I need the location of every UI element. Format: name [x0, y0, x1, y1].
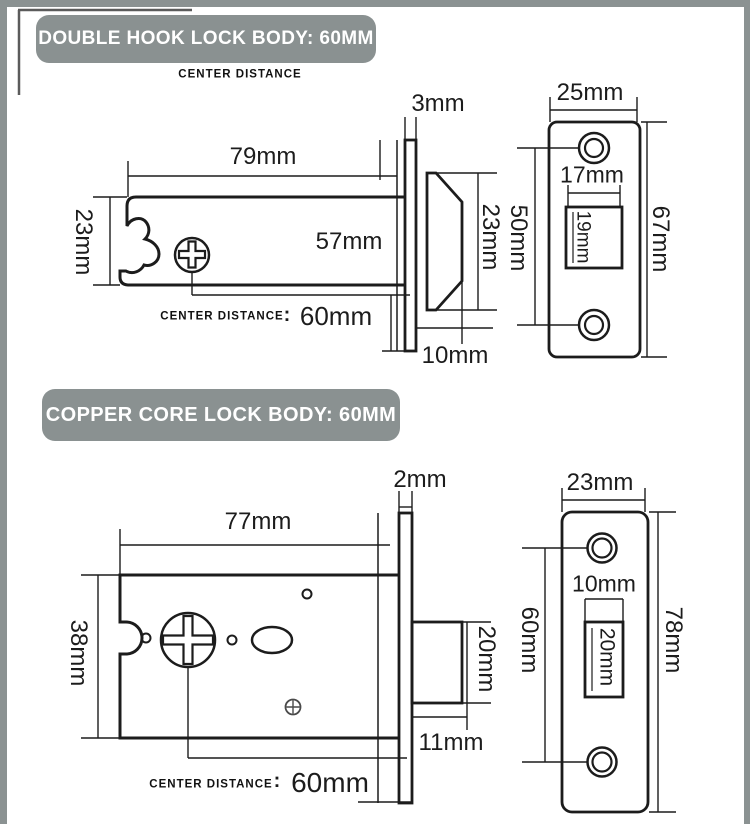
dim-bottom-center-distance-value: 60mm — [291, 767, 369, 798]
dim-top-body-width: 79mm — [229, 143, 297, 170]
dim-top-body-height: 23mm — [70, 208, 97, 276]
bottom-latch-bolt — [410, 620, 464, 705]
top-latch-bolt — [425, 171, 464, 312]
top-screw-hole-lower — [577, 308, 611, 342]
bottom-cylinder-cross — [161, 614, 215, 666]
top-dimension-lines — [93, 117, 497, 352]
dim-top-bolt-projection: 10mm — [421, 342, 489, 369]
top-screw-hole-upper-inner — [583, 137, 605, 159]
bottom-faceplate-outline — [560, 510, 650, 814]
dim-bottom-bolt-height: 20mm — [473, 625, 500, 693]
top-faceplate-dimension-lines — [517, 97, 667, 358]
bottom-bolt-opening — [583, 620, 625, 699]
top-center-distance-label: CENTER DISTANCE — [160, 310, 284, 323]
dim-top-plate-hole-height: 19mm — [572, 210, 594, 264]
dim-top-plate-height: 67mm — [647, 205, 674, 273]
corner-accent-lines — [17, 8, 192, 95]
top-lock-body-outline — [118, 195, 405, 287]
bottom-lock-body-outline — [118, 573, 400, 740]
bottom-pin-hole-left — [140, 632, 152, 644]
top-bolt-opening — [564, 205, 624, 270]
bottom-screw-icon — [284, 698, 302, 716]
dim-bottom-bolt-projection: 11mm — [418, 729, 484, 756]
top-faceplate-outline — [547, 120, 642, 359]
frame-border-right — [744, 0, 750, 824]
dim-top-plate-screw-spacing: 50mm — [505, 204, 532, 272]
top-center-distance-colon: : — [283, 304, 291, 326]
dim-bottom-body-height: 38mm — [65, 619, 92, 687]
dim-bottom-plate-height: 78mm — [660, 606, 687, 674]
dim-bottom-plate-screw-spacing: 60mm — [516, 606, 543, 674]
top-side-view — [93, 117, 497, 353]
bottom-faceplate-edge — [397, 511, 414, 805]
top-banner-title: DOUBLE HOOK LOCK BODY: 60MM — [38, 28, 374, 49]
bottom-cylinder-circle — [159, 611, 217, 669]
bottom-pin-hole-upper — [301, 588, 313, 600]
dim-top-plate-width: 25mm — [556, 79, 624, 106]
frame-border-top — [0, 0, 750, 7]
dim-bottom-plate-hole-width: 10mm — [572, 570, 636, 597]
top-screw-hole-lower-inner — [583, 314, 605, 336]
top-faceplate-view — [517, 97, 667, 359]
dim-bottom-faceplate-thickness: 2mm — [393, 466, 447, 493]
dim-bottom-plate-hole-height: 20mm — [595, 627, 619, 687]
bottom-center-distance-label: CENTER DISTANCE — [149, 778, 273, 791]
dim-bottom-plate-width: 23mm — [566, 469, 634, 496]
frame-border-left — [0, 0, 7, 824]
dim-top-plate-hole-width: 17mm — [560, 161, 624, 188]
bottom-screw-hole-upper-inner — [591, 537, 613, 559]
bottom-pin-hole-mid — [226, 634, 238, 646]
top-screw-cross — [177, 240, 207, 269]
top-screw-hole-upper — [577, 131, 611, 165]
bottom-section-banner: COPPER CORE LOCK BODY: 60MM — [42, 389, 400, 441]
bottom-side-view — [81, 491, 491, 805]
top-section-banner: DOUBLE HOOK LOCK BODY: 60MM — [36, 15, 376, 63]
dim-top-center-distance-value: 60mm — [299, 301, 373, 331]
bottom-dimension-lines — [81, 491, 491, 803]
dim-bottom-body-width: 77mm — [224, 508, 292, 535]
bottom-banner-title: COPPER CORE LOCK BODY: 60MM — [45, 403, 397, 426]
top-faceplate-edge — [403, 138, 418, 353]
bottom-faceplate-view — [522, 488, 676, 814]
dim-top-bolt-height: 23mm — [477, 203, 504, 271]
bottom-faceplate-dimension-lines — [522, 488, 676, 813]
dim-top-body-depth: 57mm — [315, 228, 383, 255]
bottom-screw-hole-lower-inner — [591, 751, 613, 773]
bottom-oval-slot — [250, 625, 294, 655]
top-caption-center-distance: CENTER DISTANCE — [178, 68, 302, 81]
dim-top-faceplate-thickness: 3mm — [411, 90, 465, 117]
bottom-center-distance-colon: : — [273, 770, 281, 792]
